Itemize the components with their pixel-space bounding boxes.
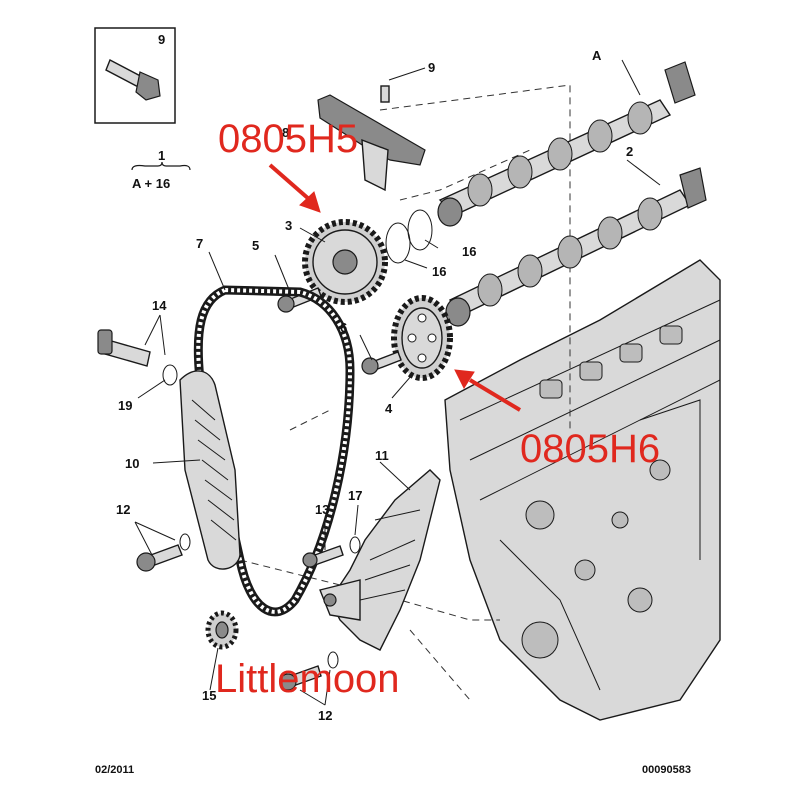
inset-box-screw	[94, 27, 176, 124]
callout-17: 17	[348, 488, 362, 503]
guide-bolt-12-left	[136, 533, 191, 572]
tensioner-guide-arm	[179, 370, 241, 570]
callout-3: 3	[285, 218, 292, 233]
o-ring-seals	[385, 209, 433, 264]
crankshaft-sprocket	[205, 610, 239, 650]
camshaft-intake	[437, 61, 696, 227]
callout-4: 4	[385, 401, 393, 416]
callout-19: 19	[118, 398, 132, 413]
footer-ref: 00090583	[642, 764, 691, 776]
camshaft-sprocket	[391, 295, 453, 381]
callout-9: 9	[428, 60, 435, 75]
callout-2: 2	[626, 144, 633, 159]
callout-7: 7	[196, 236, 203, 251]
callout-16a: 16	[462, 244, 476, 259]
seal-ring-19	[162, 364, 178, 386]
callout-1-sub: A + 16	[132, 176, 170, 191]
part-code-0805h5: 0805H5	[218, 117, 358, 161]
brace-1	[131, 161, 191, 171]
callout-13: 13	[315, 502, 329, 517]
watermark-littlemoon: Littlemoon	[215, 657, 400, 701]
chain-guide-top	[317, 85, 426, 192]
footer-date: 02/2011	[95, 764, 134, 776]
dashed-guide-lines	[239, 84, 571, 701]
callout-16b: 16	[432, 264, 446, 279]
chain-tensioner-plunger	[97, 329, 151, 367]
seal-ring-17	[349, 536, 361, 554]
timing-chain	[193, 285, 355, 617]
callout-10: 10	[125, 456, 139, 471]
callout-6: 6	[340, 320, 347, 335]
callout-12a: 12	[116, 502, 130, 517]
callout-1: 1	[158, 148, 165, 163]
bolt-6	[361, 351, 402, 375]
callout-8: 8	[282, 125, 289, 140]
callout-11: 11	[375, 448, 389, 463]
callout-5: 5	[252, 238, 259, 253]
red-arrows	[268, 163, 522, 412]
camshaft-phaser-sprocket	[302, 219, 388, 305]
leader-lines	[134, 59, 661, 706]
callout-14: 14	[152, 298, 167, 313]
callout-12b: 12	[318, 708, 332, 723]
bolt-13	[302, 545, 344, 568]
callout-9-box: 9	[158, 32, 165, 47]
fixed-chain-guide	[319, 469, 441, 651]
part-code-0805h6: 0805H6	[520, 427, 660, 471]
engine-cylinder-head	[444, 259, 721, 721]
callout-a: A	[592, 48, 602, 63]
camshaft-exhaust	[445, 167, 707, 327]
callout-15: 15	[202, 688, 216, 703]
guide-bolt-12-bottom	[279, 651, 339, 691]
